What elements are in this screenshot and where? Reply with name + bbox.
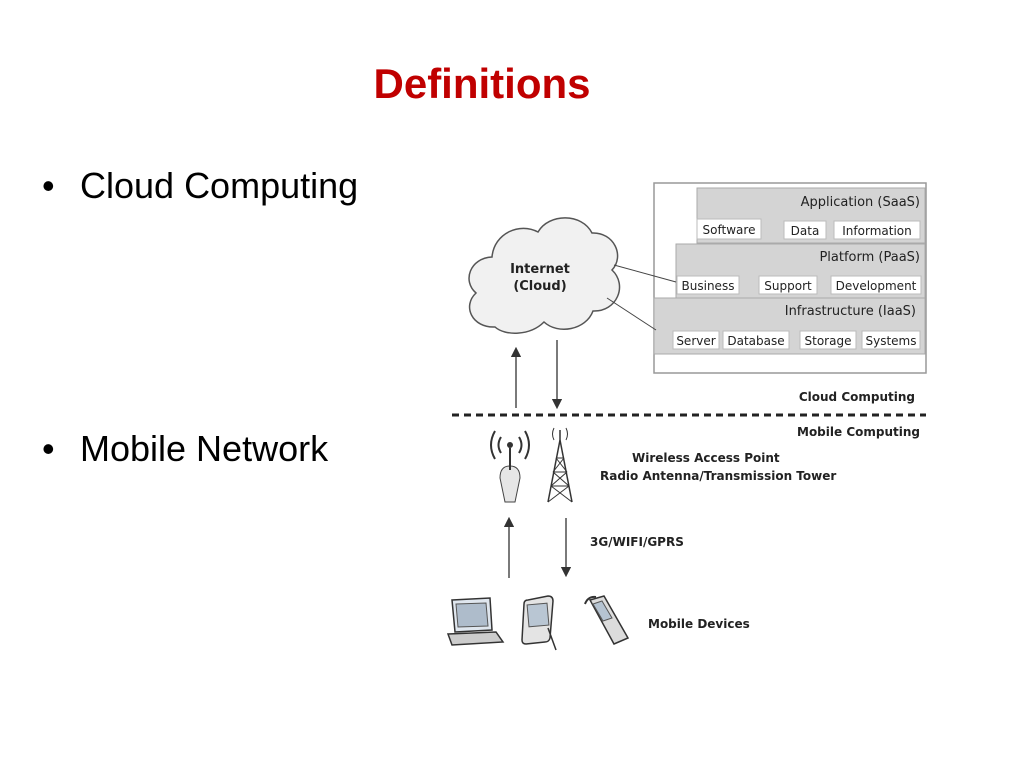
mobile-phone-icon [584, 595, 630, 645]
cloud-label-line1: Internet [510, 262, 570, 277]
cloud-computing-label: Cloud Computing [799, 390, 915, 404]
iaas-item-systems: Systems [866, 334, 917, 348]
access-point-label-line2: Radio Antenna/Transmission Tower [600, 469, 836, 483]
bullet-item-cloud-computing: • Cloud Computing [42, 165, 358, 207]
mobile-devices-label: Mobile Devices [648, 617, 750, 631]
cloud-icon: Internet (Cloud) [468, 217, 621, 334]
paas-item-support: Support [764, 279, 812, 293]
paas-layer: Platform (PaaS) Business Support Develop… [675, 243, 926, 299]
bullet-text: Cloud Computing [80, 165, 359, 206]
saas-item-information: Information [842, 224, 911, 238]
pda-icon [521, 595, 557, 651]
link-label: 3G/WIFI/GPRS [590, 535, 684, 549]
bullet-glyph: • [42, 428, 55, 469]
bullet-item-mobile-network: • Mobile Network [42, 428, 328, 470]
iaas-title: Infrastructure (IaaS) [785, 304, 916, 319]
connector-line [613, 264, 677, 283]
wireless-access-point-icon [490, 430, 530, 503]
laptop-icon [446, 597, 505, 646]
paas-item-business: Business [682, 279, 735, 293]
paas-title: Platform (PaaS) [819, 250, 920, 265]
bullet-glyph: • [42, 165, 55, 206]
iaas-layer: Infrastructure (IaaS) Server Database St… [653, 297, 926, 355]
access-point-label-line1: Wireless Access Point [632, 451, 780, 465]
iaas-item-storage: Storage [805, 334, 852, 348]
saas-item-data: Data [791, 224, 820, 238]
iaas-item-database: Database [727, 334, 784, 348]
bullet-text: Mobile Network [80, 428, 329, 469]
slide-title: Definitions [373, 60, 591, 107]
paas-item-development: Development [836, 279, 917, 293]
mobile-computing-label: Mobile Computing [797, 425, 920, 439]
saas-title: Application (SaaS) [801, 195, 920, 210]
cloud-label-line2: (Cloud) [513, 279, 566, 294]
iaas-item-server: Server [676, 334, 715, 348]
connector-line [606, 297, 657, 331]
saas-item-software: Software [703, 223, 756, 237]
saas-layer: Application (SaaS) Software Data Informa… [696, 187, 926, 244]
transmission-tower-icon [547, 427, 573, 503]
